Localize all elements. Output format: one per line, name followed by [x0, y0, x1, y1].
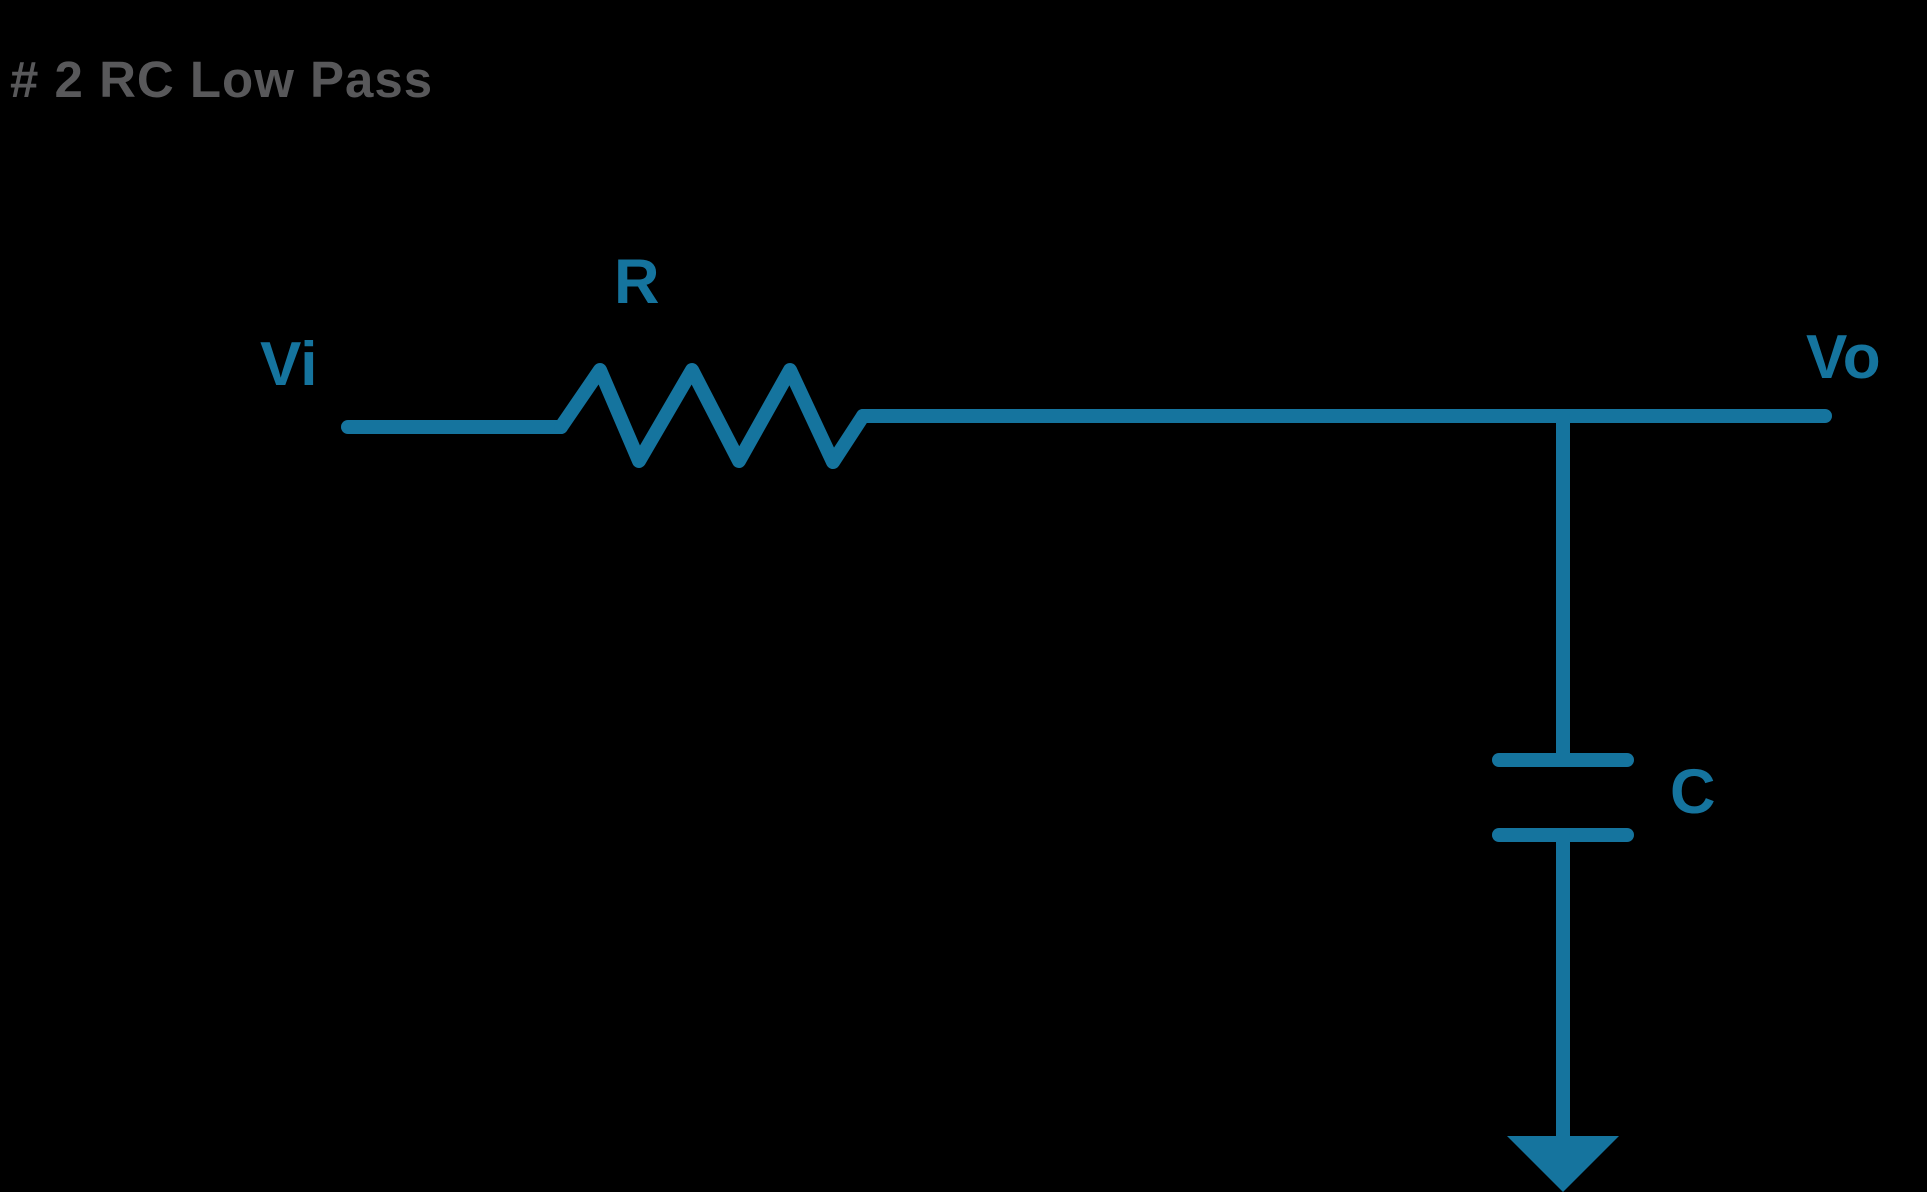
page-title: # 2 RC Low Pass: [10, 51, 434, 108]
resistor-label: R: [614, 247, 660, 317]
resistor-symbol: [554, 363, 870, 469]
capacitor-label: C: [1670, 757, 1716, 827]
input-node-label: Vi: [260, 330, 318, 399]
output-node-label: Vo: [1806, 323, 1881, 392]
ground-arrow-icon: [1507, 1136, 1619, 1192]
